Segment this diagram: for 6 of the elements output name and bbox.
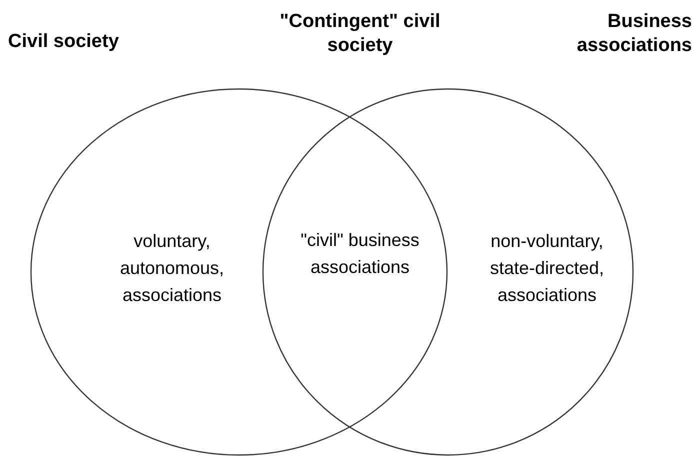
set-heading: "Contingent" civil society — [278, 10, 442, 58]
set-heading: Civil society — [8, 30, 120, 54]
set-heading: Business associations — [576, 10, 692, 58]
region-label: "civil" business associations — [300, 229, 420, 279]
region-label: non-voluntary, state-directed, associations — [488, 230, 606, 307]
region-label: voluntary, autonomous, associations — [118, 230, 226, 307]
